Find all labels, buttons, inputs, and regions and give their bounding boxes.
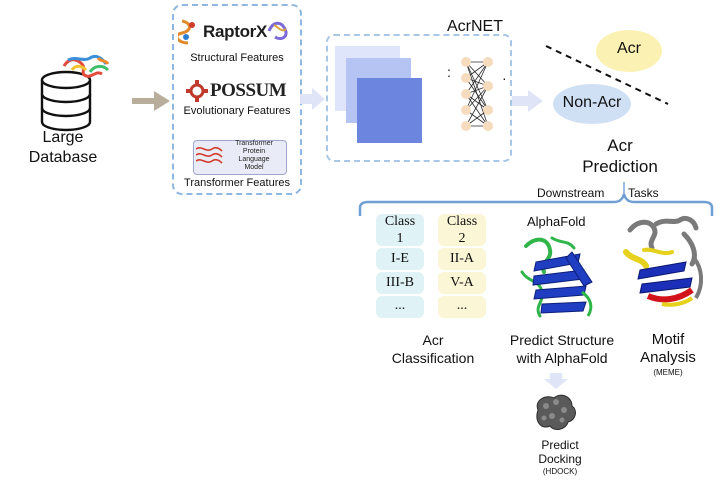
class2-item: II-A [449, 251, 475, 266]
predict-docking-title: Predict Docking [538, 438, 582, 466]
ellipsis-dots: · [502, 70, 507, 86]
alphafold-label: AlphaFold [527, 214, 586, 229]
arrow-to-docking-icon [544, 373, 568, 389]
nonacr-class-label: Non-Acr [562, 94, 622, 111]
transformer-waves-icon [196, 146, 223, 164]
arrow-to-prediction-icon [512, 90, 543, 112]
nonacr-class-ellipse [553, 84, 631, 124]
class1-item: I-E [391, 251, 409, 266]
class2-item: ... [456, 298, 468, 313]
transformer-model-text: Transformer Protein Language Model [235, 140, 273, 171]
class1-item-card [376, 296, 424, 318]
class1-item-card [376, 272, 424, 294]
acr-class-ellipse [596, 30, 662, 72]
arrow-to-features-icon [132, 91, 170, 111]
acr-class-label: Acr [617, 40, 641, 57]
meme-tool-label: (MEME) [653, 368, 683, 377]
protein-ribbon-icon [62, 54, 110, 78]
class1-item: ... [394, 298, 406, 313]
alphafold-protein-structure-icon [520, 236, 593, 318]
feature-map-square [357, 78, 422, 143]
motif-protein-structure-icon [623, 215, 703, 307]
class1-header-card [376, 214, 424, 246]
class1-item-card [376, 248, 424, 270]
acrnet-title: AcrNET [447, 18, 503, 35]
possum-logo: POSSUM [210, 80, 287, 101]
raptorx-protein-icon [267, 21, 288, 41]
tasks-label: Tasks [628, 186, 659, 200]
predict-structure-title: Predict Structure with AlphaFold [509, 332, 615, 366]
database-icon [40, 54, 110, 132]
arrow-to-acrnet-icon [300, 88, 325, 110]
database-label: Large Database [28, 129, 98, 166]
downstream-bracket [358, 182, 714, 216]
class1-header: Class 1 [384, 214, 416, 246]
acr-prediction-title: Acr Prediction [582, 136, 658, 176]
motif-analysis-title: Motif Analysis [640, 331, 696, 366]
raptorx-caption: Structural Features [190, 52, 284, 64]
class2-item-card [438, 248, 486, 270]
downstream-label: Downstream [537, 186, 605, 200]
possum-gear-icon [186, 80, 208, 102]
docking-complex-icon [536, 394, 576, 430]
ellipsis-dots: : [447, 64, 451, 80]
neural-network-icon [461, 57, 493, 131]
class2-item-card [438, 272, 486, 294]
hdock-tool-label: (HDOCK) [542, 467, 578, 476]
raptorx-helix-icon [178, 19, 195, 45]
transformer-model-box [193, 140, 287, 175]
decision-boundary-line [545, 45, 669, 105]
acrnet-panel [326, 34, 512, 162]
class2-header-card [438, 214, 486, 246]
possum-caption: Evolutionary Features [183, 105, 291, 117]
class2-header: Class 2 [446, 214, 478, 246]
class2-item: V-A [450, 275, 474, 290]
class1-item: III-B [386, 275, 414, 290]
transformer-caption: Transformer Features [184, 177, 290, 189]
class2-item-card [438, 296, 486, 318]
raptorx-logo: RaptorX [203, 22, 268, 41]
acr-classification-title: Acr Classification [391, 332, 475, 366]
